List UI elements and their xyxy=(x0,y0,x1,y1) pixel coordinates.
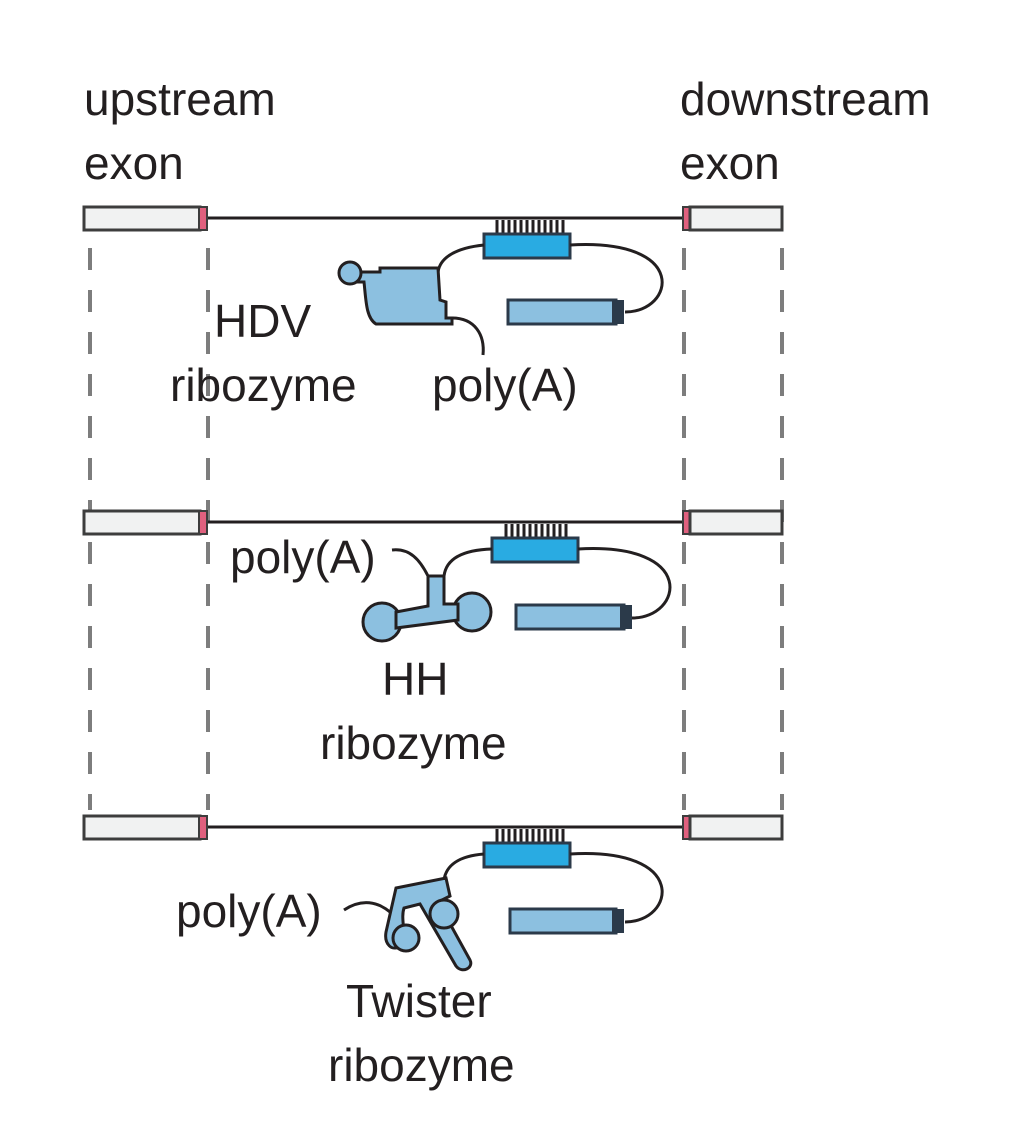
twister-ribozyme-label-line2: ribozyme xyxy=(328,1039,515,1091)
hh-ribozyme-label-line2: ribozyme xyxy=(320,717,507,769)
linker-to-ribozyme xyxy=(442,547,493,577)
insert-block xyxy=(514,603,626,631)
linker-to-ribozyme xyxy=(442,852,485,881)
upstream-splice-site xyxy=(198,206,208,231)
insert-block-cap xyxy=(612,909,624,933)
hdv-ribozyme-label-line1: HDV xyxy=(214,295,312,347)
twister-ribozyme-shape xyxy=(384,876,473,972)
upstream-exon-box xyxy=(82,814,202,841)
upstream-exon-box xyxy=(82,509,202,536)
row3-polya-label: poly(A) xyxy=(176,885,322,937)
row1-polya-label: poly(A) xyxy=(432,359,578,411)
row-twister xyxy=(82,814,784,972)
pairing-comb xyxy=(495,829,565,843)
insert-block xyxy=(506,298,618,326)
connector-loop xyxy=(577,547,672,620)
row2-polya-label: poly(A) xyxy=(230,531,376,583)
connector-loop xyxy=(569,852,664,924)
row-hh xyxy=(82,509,784,643)
upstream-exon-box xyxy=(82,205,202,232)
downstream-exon-box xyxy=(688,509,784,536)
upstream-splice-site xyxy=(198,815,208,840)
hdv-ribozyme-shape xyxy=(337,260,454,326)
upstream-complementary-block xyxy=(490,536,580,564)
row-hdv xyxy=(82,205,784,356)
linker-to-ribozyme xyxy=(436,243,485,273)
upstream-complementary-block xyxy=(482,841,572,869)
polya-tail xyxy=(343,901,391,914)
upstream-exon-label-line2: exon xyxy=(84,137,184,189)
insert-block xyxy=(508,907,618,935)
downstream-exon-label-line2: exon xyxy=(680,137,780,189)
connector-loop xyxy=(569,243,664,314)
upstream-splice-site xyxy=(198,510,208,535)
upstream-complementary-block xyxy=(482,232,572,260)
twister-ribozyme-label-line1: Twister xyxy=(346,975,492,1027)
insert-block-cap xyxy=(620,605,632,629)
downstream-exon-label-line1: downstream xyxy=(680,73,931,125)
downstream-exon-box xyxy=(688,205,784,232)
hh-ribozyme-shape xyxy=(361,574,493,643)
pairing-comb xyxy=(495,220,565,234)
polya-tail xyxy=(391,548,430,577)
insert-block-cap xyxy=(612,300,624,324)
hdv-ribozyme-label-line2: ribozyme xyxy=(170,359,357,411)
polya-tail xyxy=(451,316,485,356)
downstream-exon-box xyxy=(688,814,784,841)
hh-ribozyme-label-line1: HH xyxy=(382,653,449,705)
upstream-exon-label-line1: upstream xyxy=(84,73,276,125)
pairing-comb xyxy=(504,524,568,538)
dashed-guides xyxy=(88,248,784,810)
